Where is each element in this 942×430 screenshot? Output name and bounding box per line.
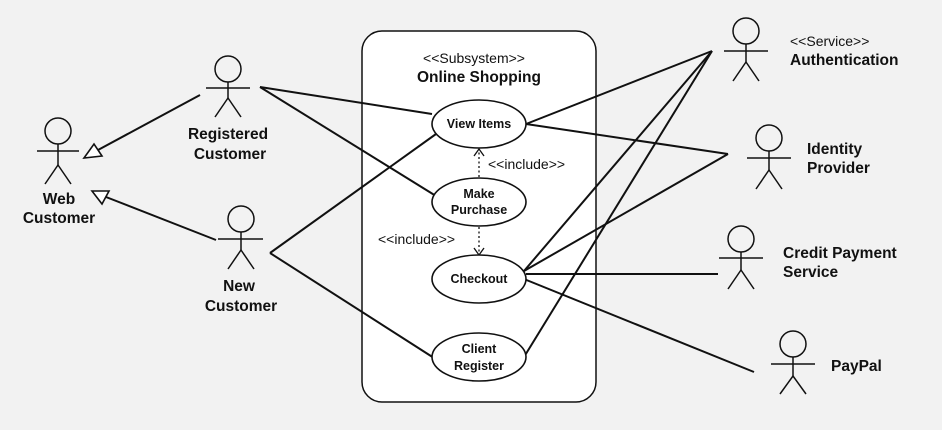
- assoc-new-client-register: [269, 252, 435, 359]
- generalization-registered-to-web: [82, 94, 201, 159]
- use-case-label: View Items: [447, 117, 511, 131]
- use-case-label: Make: [463, 187, 494, 201]
- actor-label-identity-provider: Identity: [807, 141, 862, 158]
- assoc-new-view-items: [269, 133, 437, 254]
- actor-label-identity-provider: Provider: [807, 160, 870, 177]
- actor-label-credit-payment: Credit Payment: [783, 245, 897, 262]
- generalization-new-to-web: [90, 190, 217, 241]
- use-case-label: Register: [454, 359, 504, 373]
- actor-label-registered-customer: Registered: [188, 126, 268, 143]
- actor-new-customer-figure[interactable]: [218, 205, 263, 270]
- actor-label-authentication: Authentication: [790, 52, 899, 69]
- subsystem-stereotype: <<Subsystem>>: [423, 50, 525, 66]
- actor-label-web-customer: Web: [43, 191, 75, 208]
- use-case-client-register[interactable]: Client Register: [431, 332, 527, 382]
- use-case-label: Checkout: [451, 272, 509, 286]
- actor-credit-payment-figure[interactable]: [719, 225, 763, 290]
- actor-identity-provider-figure[interactable]: [747, 124, 791, 190]
- assoc-checkout-authentication: [523, 50, 713, 272]
- include-label-2: <<include>>: [378, 231, 455, 247]
- assoc-view-items-identity: [525, 123, 729, 155]
- actor-paypal-figure[interactable]: [771, 330, 815, 395]
- assoc-registered-make-purchase: [259, 86, 437, 197]
- actor-registered-customer-figure[interactable]: [206, 55, 250, 118]
- actor-label-web-customer: Customer: [23, 210, 95, 227]
- assoc-view-items-authentication: [525, 50, 713, 125]
- include-make-purchase-view-items: [473, 147, 485, 177]
- subsystem-title: Online Shopping: [417, 69, 541, 86]
- actor-label-paypal: PayPal: [831, 358, 882, 375]
- actor-stereotype-authentication: <<Service>>: [790, 33, 869, 49]
- associations: [259, 50, 755, 373]
- use-case-label: Client: [462, 342, 498, 356]
- include-label-1: <<include>>: [488, 156, 565, 172]
- assoc-checkout-identity: [523, 153, 729, 272]
- assoc-client-register-authentication: [523, 50, 713, 358]
- use-case-view-items[interactable]: View Items: [431, 99, 527, 149]
- actor-label-credit-payment: Service: [783, 264, 839, 281]
- use-case-make-purchase[interactable]: Make Purchase: [431, 177, 527, 227]
- use-case-label: Purchase: [451, 203, 507, 217]
- assoc-registered-view-items: [259, 86, 433, 115]
- actor-web-customer-figure[interactable]: [37, 117, 79, 185]
- actor-authentication-figure[interactable]: [724, 17, 768, 82]
- actor-label-new-customer: New: [223, 278, 256, 295]
- use-case-checkout[interactable]: Checkout: [431, 254, 527, 304]
- actor-label-registered-customer: Customer: [194, 146, 266, 163]
- actor-label-new-customer: Customer: [205, 298, 277, 315]
